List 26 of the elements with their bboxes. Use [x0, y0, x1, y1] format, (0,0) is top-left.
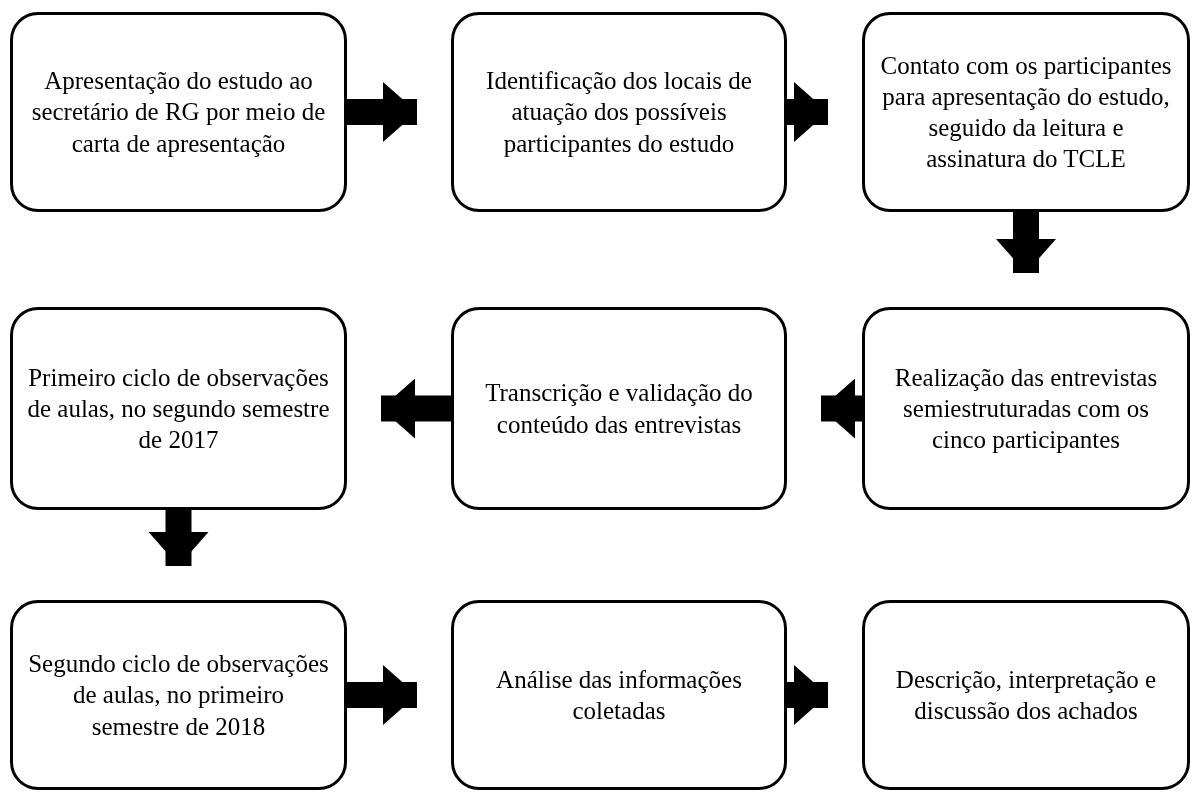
- process-box: [862, 307, 1190, 510]
- process-box: [10, 307, 347, 510]
- process-box: [862, 12, 1190, 212]
- step-text: Segundo ciclo de observações de aulas, no primeiro semestre de 2018: [27, 649, 330, 742]
- block-arrow: [996, 212, 1056, 273]
- process-box: [451, 600, 787, 790]
- block-arrow: [347, 665, 417, 725]
- block-arrow: [347, 82, 417, 142]
- block-arrow: [821, 378, 862, 439]
- process-box: [10, 600, 347, 790]
- step-text: Contato com os participantes para apresentação do estudo, seguido da leitura e assinatura do TCLE: [879, 50, 1173, 175]
- process-box: [451, 307, 787, 510]
- process-box: [10, 12, 347, 212]
- step-text: Análise das informações coletadas: [495, 664, 743, 726]
- block-arrow: [787, 665, 828, 725]
- step-text: Transcrição e validação do conteúdo das entrevistas: [484, 378, 754, 440]
- step-text: Identificação dos locais de atuação dos possíveis participantes do estudo: [485, 66, 753, 159]
- step-text: Apresentação do estudo ao secretário de RG por meio de carta de apresentação: [30, 66, 327, 159]
- block-arrow: [381, 378, 451, 439]
- block-arrow: [787, 82, 828, 142]
- process-box: [862, 600, 1190, 790]
- step-text: Primeiro ciclo de observações de aulas, no segundo semestre de 2017: [27, 362, 330, 456]
- block-arrow: [148, 510, 209, 566]
- step-text: Realização das entrevistas semiestruturadas com os cinco participantes: [893, 362, 1159, 456]
- process-box: [451, 12, 787, 212]
- step-text: Descrição, interpretação e discussão dos achados: [894, 664, 1158, 726]
